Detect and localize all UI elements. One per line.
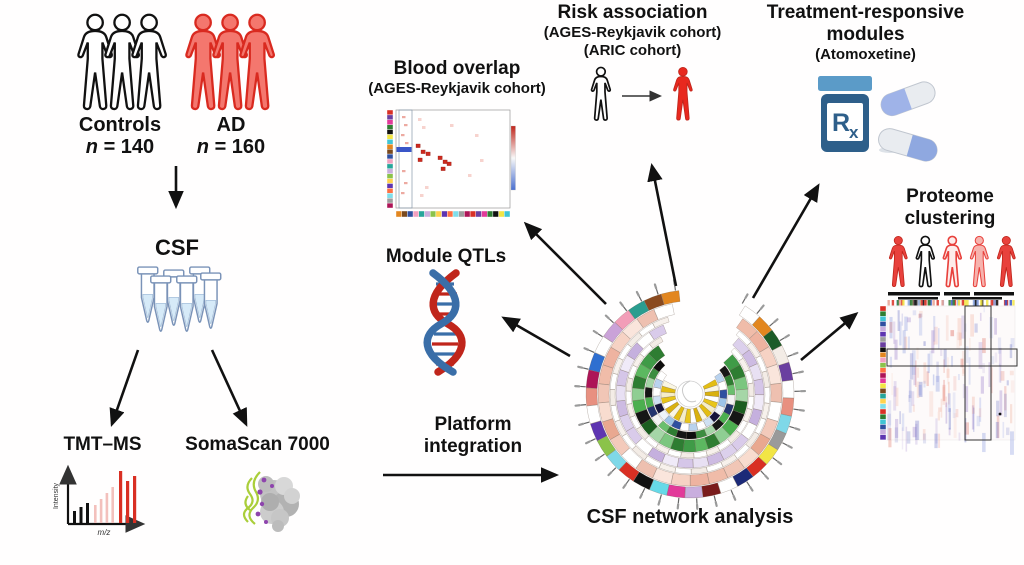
blood-overlap-label: Blood overlap (AGES-Reykjavik cohort) xyxy=(362,58,552,98)
tmt-label: TMT–MS xyxy=(63,434,142,455)
circos-network-plot xyxy=(574,279,807,510)
risk-association-label: Risk association (AGES-Reykjavik cohort)… xyxy=(535,2,730,60)
dna-helix-icon xyxy=(423,269,466,376)
network-label: CSF network analysis xyxy=(586,506,794,528)
spectrum-xlabel: m/z xyxy=(98,528,111,537)
csf-tubes-icon xyxy=(137,266,222,332)
proteome-title2: clustering xyxy=(904,208,996,229)
capsule-icon xyxy=(878,128,938,162)
risk-subtitle1: (AGES-Reykjavik cohort) xyxy=(543,24,722,41)
proteome-title1: Proteome xyxy=(906,186,994,207)
ad-count: = 160 xyxy=(209,136,266,158)
treatment-title2: modules xyxy=(826,24,905,45)
proteome-label: Proteome clustering xyxy=(880,186,1020,230)
controls-label: Controls n = 140 xyxy=(78,114,162,158)
proteome-clustering-heatmap xyxy=(879,235,1018,455)
csf-label: CSF xyxy=(155,235,199,260)
rx-symbol-sub: x xyxy=(849,123,859,142)
ad-n: n xyxy=(196,136,210,158)
risk-conversion-icon xyxy=(590,66,693,121)
risk-subtitle2: (ARIC cohort) xyxy=(583,42,682,59)
rx-symbol-main: R xyxy=(832,109,850,137)
treatment-label: Treatment-responsive modules (Atomoxetin… xyxy=(763,2,968,64)
mass-spectrum-icon: Intensity m/z xyxy=(53,464,146,537)
controls-count: = 140 xyxy=(98,136,155,158)
ad-cohort-icon xyxy=(185,13,276,111)
blood-overlap-title: Blood overlap xyxy=(393,58,521,79)
controls-n: n xyxy=(85,136,99,158)
protein-structure-icon xyxy=(242,471,300,532)
treatment-title1: Treatment-responsive xyxy=(766,2,965,23)
capsule-icon xyxy=(880,81,936,117)
rx-pills-icon: R x xyxy=(818,76,938,162)
blood-overlap-subtitle: (AGES-Reykjavik cohort) xyxy=(368,80,546,97)
treatment-subtitle: (Atomoxetine) xyxy=(815,46,916,63)
risk-title: Risk association xyxy=(557,2,708,23)
controls-cohort-icon xyxy=(77,13,168,111)
spectrum-ylabel: Intensity xyxy=(53,482,60,509)
somascan-label: SomaScan 7000 xyxy=(185,434,330,455)
module-qtls-label: Module QTLs xyxy=(385,246,507,267)
ad-label: AD n = 160 xyxy=(196,114,266,158)
blood-overlap-heatmap xyxy=(386,109,516,218)
